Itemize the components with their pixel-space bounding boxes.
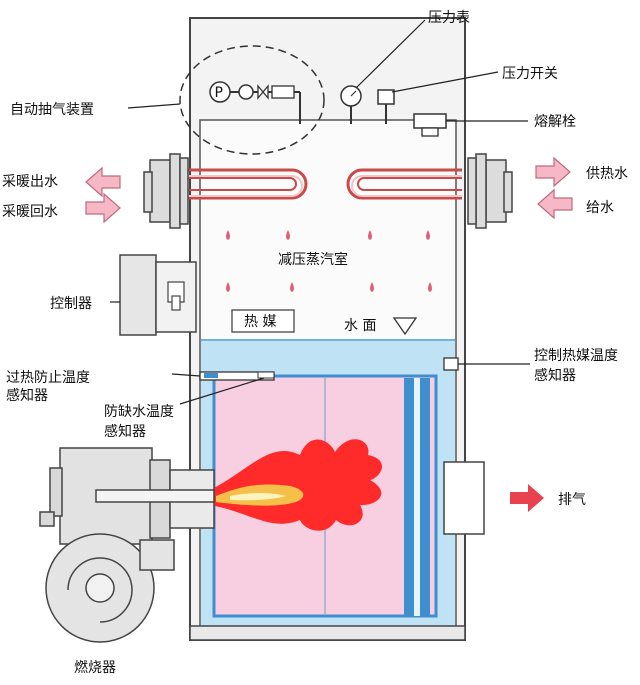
heating-return-label: 采暖回水: [2, 204, 58, 220]
pressure-gauge-label: 压力表: [428, 10, 470, 26]
pressure-switch-label: 压力开关: [502, 66, 558, 82]
medium-sensor-label-1: 控制热媒温度: [534, 348, 618, 364]
overheat-sensor-label-2: 感知器: [6, 387, 48, 404]
water-tubes: [404, 378, 430, 616]
pressure-gauge: [340, 85, 362, 124]
auto-vent-label: 自动抽气装置: [10, 102, 94, 118]
pump-symbol: P: [215, 85, 223, 101]
heat-medium-label: 热 媒: [244, 314, 276, 330]
controller-box: [119, 254, 197, 336]
exhaust-duct: [443, 461, 485, 535]
heat-medium-box: [231, 309, 295, 333]
heating-outlet-arrow: [85, 166, 121, 198]
burner-label: 燃烧器: [74, 659, 116, 676]
exhaust-label: 排气: [558, 492, 586, 508]
heating-return-arrow: [85, 192, 121, 224]
steam-droplets: [226, 230, 432, 292]
overheat-sensor-label-1: 过热防止温度: [6, 370, 90, 386]
controller-label: 控制器: [50, 296, 92, 312]
leader-lines: [110, 19, 530, 405]
decompression-chamber-label: 减压蒸汽室: [278, 251, 348, 268]
hot-water-coil-right: [346, 168, 462, 200]
water-supply-arrow: [537, 188, 573, 220]
fusible-plug-label: 熔解栓: [534, 114, 576, 130]
hot-water-supply-label: 供热水: [586, 166, 628, 182]
water-surface-label: 水 面: [344, 318, 376, 334]
burner-assembly: [39, 447, 215, 643]
heating-outlet-label: 采暖出水: [2, 174, 58, 190]
low-water-sensor-label-2: 感知器: [104, 423, 146, 440]
right-flange: [467, 153, 513, 229]
medium-temp-sensor: [443, 357, 459, 371]
left-flange: [143, 153, 189, 229]
medium-sensor-label-2: 感知器: [534, 367, 576, 384]
low-water-sensor-label-1: 防缺水温度: [104, 404, 174, 420]
burner-flame: [210, 439, 383, 531]
auto-vent-device: P: [179, 45, 325, 155]
water-level-icon: [392, 317, 418, 336]
exhaust-arrow: [510, 484, 544, 512]
heating-coil-left: [186, 168, 308, 200]
hot-water-supply-arrow: [535, 156, 571, 188]
pressure-switch: [377, 89, 395, 124]
water-supply-label: 给水: [586, 200, 614, 216]
